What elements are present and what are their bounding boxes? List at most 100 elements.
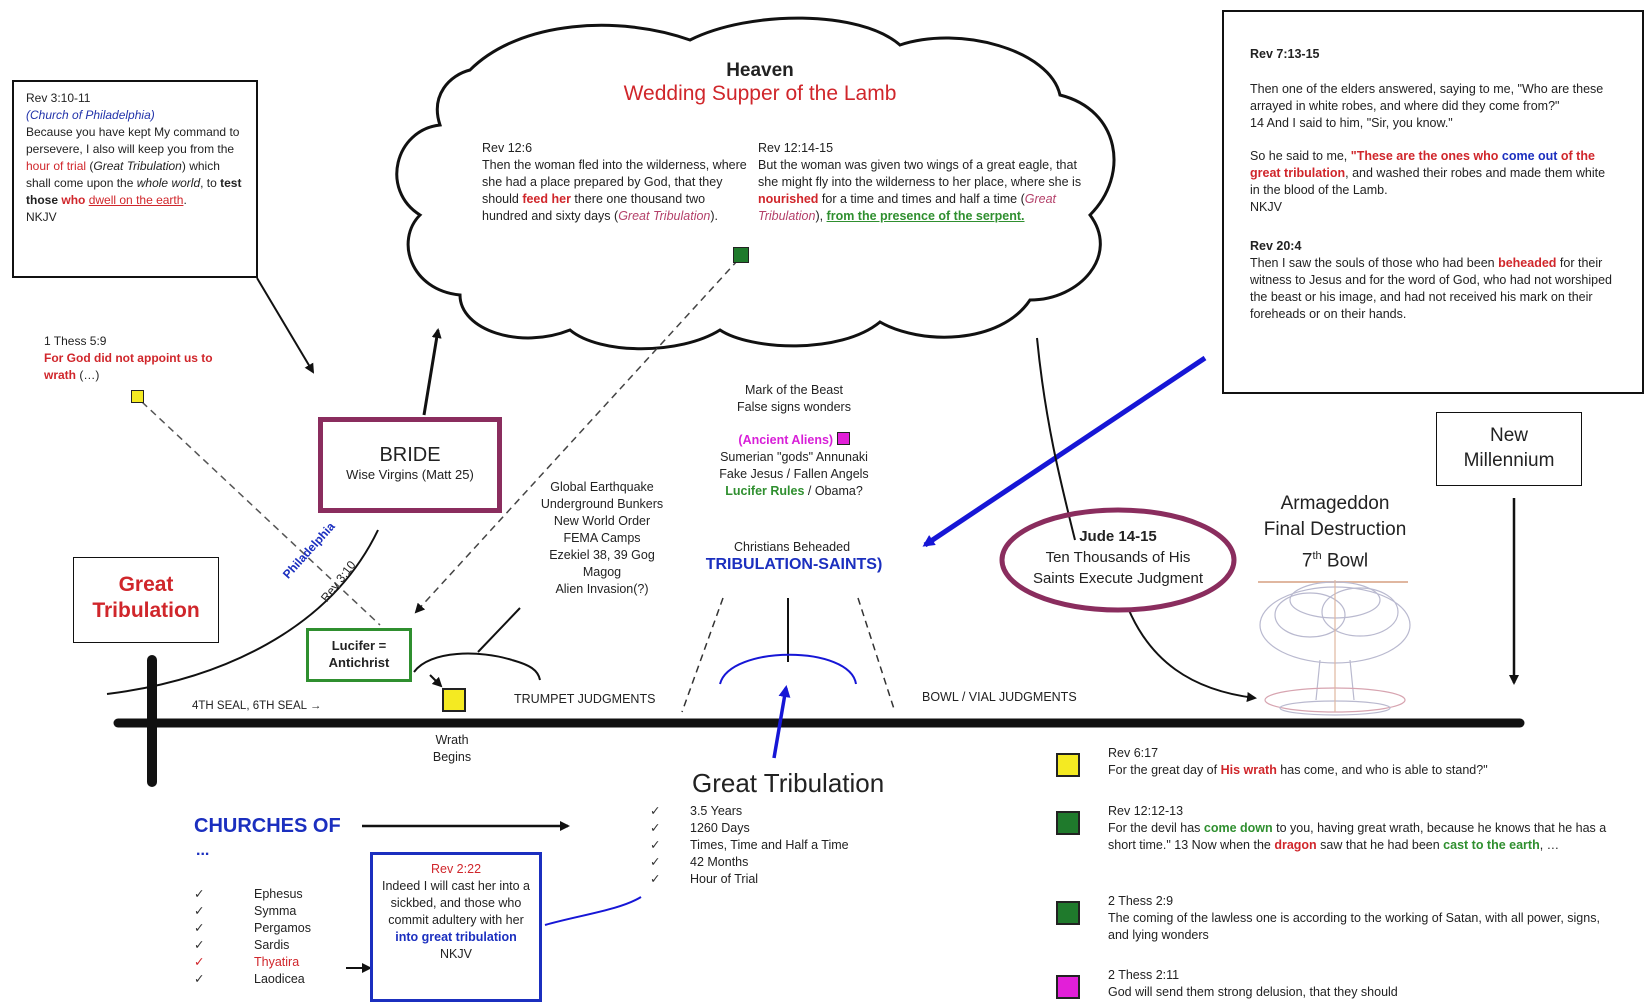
gt-item-text: Times, Time and Half a Time — [690, 838, 849, 852]
tribulation-saints: TRIBULATION-SAINTS) — [705, 556, 883, 573]
check-icon: ✓ — [194, 955, 205, 969]
legend-item-2thess29: 2 Thess 2:9 The coming of the lawless on… — [1056, 893, 1616, 967]
check-icon: ✓ — [194, 938, 205, 952]
rev12-14-ref: Rev 12:14-15 — [758, 141, 834, 155]
rev7-p2: 14 And I said to him, "Sir, you know." — [1250, 116, 1453, 130]
thess59-ellipsis: (…) — [76, 368, 100, 382]
yellow-square-icon — [1056, 753, 1080, 777]
rev3-t1: Because you have kept My command to pers… — [26, 125, 240, 156]
rev20-ref: Rev 20:4 — [1250, 239, 1302, 253]
rev7-version: NKJV — [1250, 200, 1282, 214]
jude-l2: Ten Thousands of His — [1045, 549, 1191, 566]
rev3-version: NKJV — [26, 210, 57, 224]
green-square-icon — [1056, 901, 1080, 925]
check-icon: ✓ — [650, 821, 661, 835]
legend-ref: 2 Thess 2:9 — [1108, 894, 1174, 908]
rev7-ref: Rev 7:13-15 — [1250, 47, 1320, 61]
bride-sub: Wise Virgins (Matt 25) — [346, 467, 474, 482]
legend-a: God will send them strong delusion, that… — [1108, 985, 1398, 999]
rev12-6-text: Then the woman fled into the wilderness,… — [482, 158, 747, 206]
bowl-judgments-label: BOWL / VIAL JUDGMENTS — [922, 690, 1077, 704]
churches-title: CHURCHES OF — [194, 815, 341, 837]
churches-list: ✓ Ephesus ✓ Symma ✓ Pergamos ✓ Sardis ✓ Thyat… — [194, 886, 344, 988]
wrath-yellow-marker — [442, 688, 466, 712]
mill-l2: Millennium — [1463, 450, 1555, 471]
church-name: Laodicea — [254, 972, 305, 986]
arm-l1: Armageddon — [1280, 493, 1390, 514]
gt-item: ✓ 1260 Days — [650, 820, 930, 837]
church-name-thyatira: Thyatira — [254, 955, 300, 969]
rev222-into-gt: into great tribulation — [395, 930, 517, 944]
rev20-a: Then I saw the souls of those who had be… — [1250, 256, 1499, 270]
great-tribulation-box: Great Tribulation — [73, 557, 219, 643]
rev7-box: Rev 7:13-15 Then one of the elders answe… — [1222, 10, 1644, 394]
church-name: Sardis — [254, 938, 290, 952]
gt-item-text: 1260 Days — [690, 821, 750, 835]
magenta-marker-small — [836, 432, 850, 445]
legend-dragon: dragon — [1274, 838, 1317, 852]
heaven-header: Heaven Wedding Supper of the Lamb — [560, 60, 960, 106]
legend-a: The coming of the lawless one is accordi… — [1108, 911, 1600, 942]
heaven-subtitle: Wedding Supper of the Lamb — [623, 82, 897, 105]
arm-l3: 7th Bowl — [1250, 543, 1420, 574]
wrath-begins: Wrath Begins — [420, 732, 484, 766]
check-icon: ✓ — [650, 872, 661, 886]
rev12-6-ref: Rev 12:6 — [482, 141, 533, 155]
rev12-14-text2: for a time and times and half a time ( — [818, 192, 1025, 206]
church-name: Pergamos — [254, 921, 311, 935]
legend-come-down: come down — [1203, 821, 1273, 835]
church-item: ✓ Pergamos — [194, 920, 344, 937]
heaven-title: Heaven — [726, 60, 794, 81]
church-name: Symma — [254, 904, 297, 918]
rev12-6-feed: feed her — [522, 192, 571, 206]
church-item: ✓ Sardis — [194, 937, 344, 954]
wrath-l2: Begins — [432, 750, 472, 764]
gt-item: ✓42 Months — [650, 854, 930, 871]
gt-box-l1: Great — [118, 573, 174, 596]
church-item: ✓ Thyatira — [194, 954, 344, 971]
rev3-t5: ) which shall come upon the — [26, 159, 220, 190]
check-icon: ✓ — [194, 904, 205, 918]
legend-ref: Rev 6:17 — [1108, 746, 1159, 760]
thess59-text: For God did not appoint us to wrath — [44, 351, 213, 382]
legend-a: For the great day of — [1108, 763, 1221, 777]
gt-item: ✓Times, Time and Half a Time — [650, 837, 930, 854]
check-icon: ✓ — [194, 887, 205, 901]
legend-a: For the devil has — [1108, 821, 1204, 835]
gt-list: ✓3.5 Years ✓1260 Days ✓Times, Time and H… — [650, 803, 930, 888]
rev7-p1: Then one of the elders answered, saying … — [1250, 82, 1604, 113]
eq-item: New World Order — [553, 514, 651, 528]
check-icon: ✓ — [650, 855, 661, 869]
arm-th: th — [1312, 550, 1322, 562]
rev12-6-text2: there one thousand two hundred and sixty… — [482, 192, 706, 223]
rev12-6-end: ). — [710, 209, 719, 223]
arm-bowl: Bowl — [1321, 550, 1369, 572]
mark-aliens: (Ancient Aliens) — [738, 433, 834, 447]
churches-dots: ... — [196, 842, 210, 859]
legend-ref: 2 Thess 2:11 — [1108, 968, 1180, 982]
church-name: Ephesus — [254, 887, 303, 901]
legend-item-2thess211: 2 Thess 2:11 God will send them strong d… — [1056, 967, 1616, 1007]
mark-l2: False signs wonders — [737, 400, 851, 414]
earthquake-list: Global Earthquake Underground Bunkers Ne… — [522, 479, 682, 598]
jude-l3: Saints Execute Judgment — [1032, 570, 1204, 587]
church-item: ✓ Laodicea — [194, 971, 344, 988]
mark-l4: Sumerian "gods" Annunaki — [720, 450, 868, 464]
eq-item: Ezekiel 38, 39 Gog — [549, 548, 655, 562]
legend-c: to you, having great wrath, because he k… — [1108, 821, 1607, 852]
mark-lucifer-rules: Lucifer Rules — [725, 484, 805, 498]
rev3-world: whole world — [136, 176, 201, 190]
legend-c: has come, and who is able to stand?" — [1276, 763, 1488, 777]
thess59-quote: 1 Thess 5:9 For God did not appoint us t… — [44, 333, 244, 384]
rev3-gt: Great Tribulation — [93, 159, 182, 173]
rev3-who: who — [61, 193, 86, 207]
yellow-marker-small — [131, 390, 144, 403]
check-icon: ✓ — [194, 921, 205, 935]
eq-item: Underground Bunkers — [540, 497, 664, 511]
check-icon: ✓ — [194, 972, 205, 986]
gt-item: ✓3.5 Years — [650, 803, 930, 820]
lucifer-l1: Lucifer = — [331, 638, 387, 653]
eq-item: Magog — [582, 565, 622, 579]
trumpet-judgments-label: TRUMPET JUDGMENTS — [514, 692, 656, 706]
legend-g: , … — [1539, 838, 1560, 852]
